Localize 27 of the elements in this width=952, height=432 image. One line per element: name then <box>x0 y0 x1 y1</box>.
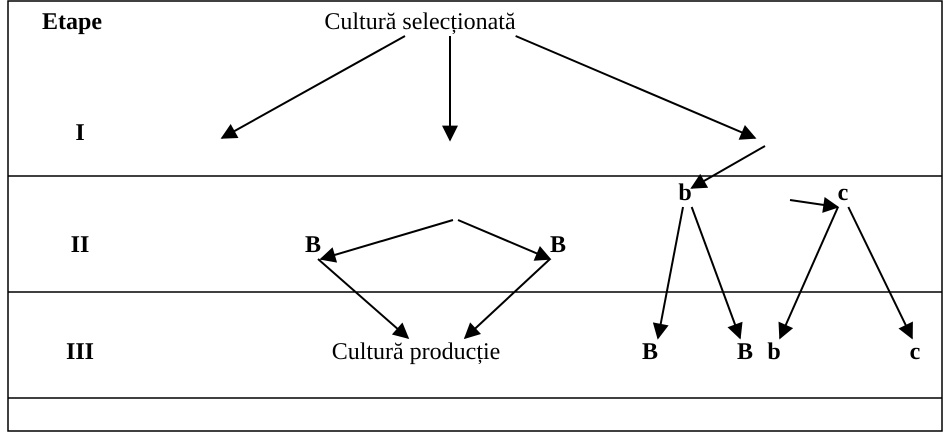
culture-label: Cultură producție <box>332 338 500 366</box>
arrow <box>847 206 913 340</box>
arrow <box>317 258 410 340</box>
letter-label: c <box>838 179 848 207</box>
arrow <box>442 36 458 142</box>
letter-label: b <box>767 338 781 366</box>
arrow <box>458 219 552 261</box>
letter-label: c <box>910 338 920 366</box>
stage-number: III <box>66 338 94 366</box>
letter-label: B <box>550 231 566 259</box>
arrow <box>790 197 840 213</box>
culture-label: Cultură selecționată <box>324 8 516 36</box>
stage-number: II <box>70 231 90 259</box>
letter-label: B <box>305 231 321 259</box>
arrow <box>690 145 766 189</box>
arrow <box>690 206 743 340</box>
arrow <box>464 258 551 340</box>
arrow <box>652 206 684 340</box>
arrow <box>220 35 406 139</box>
arrow <box>515 35 756 140</box>
letter-label: B <box>642 338 658 366</box>
letter-label: b <box>678 179 692 207</box>
column-heading: Etape <box>42 8 102 36</box>
arrow <box>319 219 454 263</box>
stage-number: I <box>75 119 85 147</box>
arrow <box>778 206 839 340</box>
letter-label: B <box>737 338 753 366</box>
